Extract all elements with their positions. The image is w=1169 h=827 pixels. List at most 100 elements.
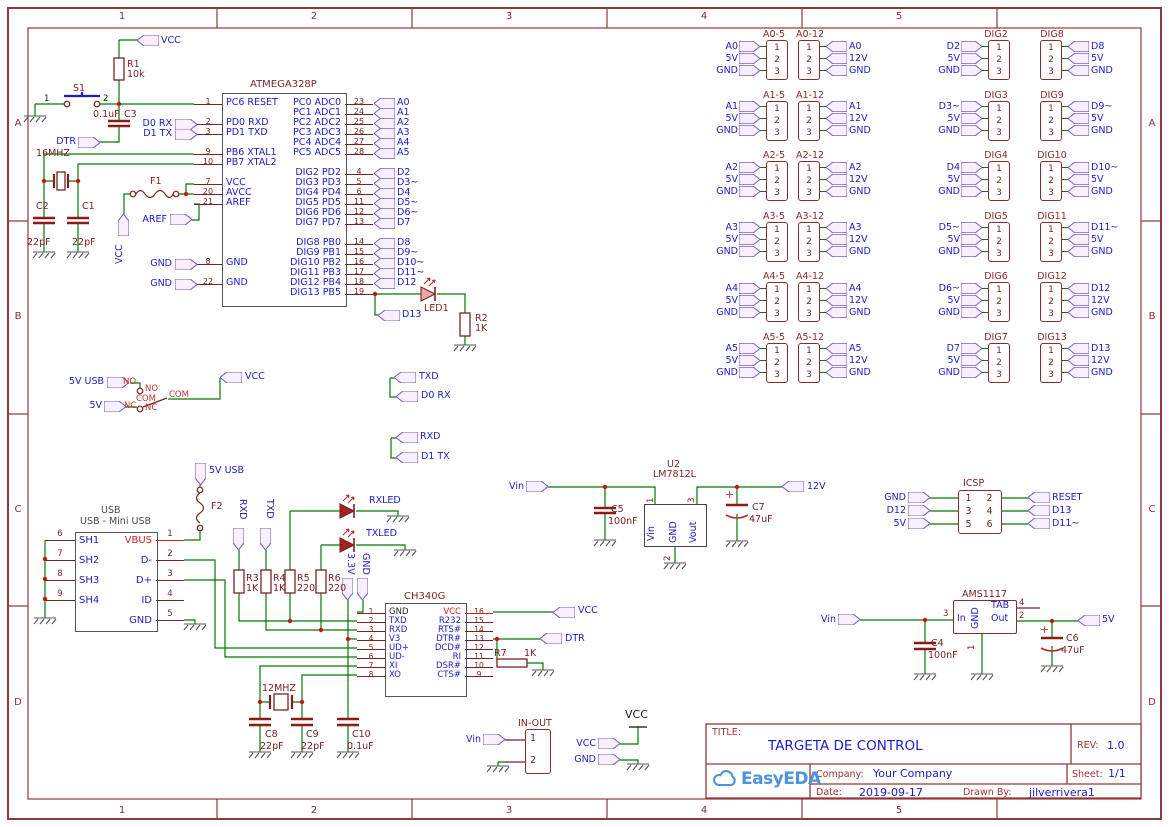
chip-pin[interactable]: DIG11 PB3 17 bbox=[222, 267, 373, 278]
inout-body[interactable] bbox=[525, 729, 551, 774]
connector-box[interactable]: 1 2 3 bbox=[766, 100, 788, 141]
gnd-flag[interactable] bbox=[598, 754, 620, 765]
chip-pin[interactable]: PC1 ADC1 24 bbox=[222, 107, 373, 118]
chip-pin[interactable]: ID 4 bbox=[75, 590, 184, 610]
net-flag[interactable]: A2 bbox=[374, 117, 410, 129]
connector-block[interactable]: DIG12 D12 12V GND 1 2 3 bbox=[1037, 271, 1166, 333]
chip-pin[interactable]: 6 UD- bbox=[357, 652, 409, 662]
vin-flag[interactable] bbox=[483, 734, 505, 745]
net-flag[interactable]: A5 bbox=[374, 147, 410, 159]
chip-pin[interactable]: DIG3 PD3 5 bbox=[222, 177, 373, 188]
txd-flag[interactable] bbox=[394, 372, 416, 383]
chip-pin[interactable]: CTS# 9 bbox=[385, 670, 493, 680]
chip-pin[interactable]: 7 XI bbox=[357, 661, 409, 671]
vin-flag[interactable] bbox=[526, 481, 548, 492]
chip-pin[interactable]: DIG8 PB0 14 bbox=[222, 237, 373, 248]
chip-pin[interactable]: 5 UD+ bbox=[357, 643, 409, 653]
connector-block[interactable]: A4-12 A4 12V GND 1 2 3 bbox=[796, 271, 920, 333]
vcc-flag[interactable] bbox=[553, 607, 575, 618]
chip-pin[interactable]: VBUS 1 bbox=[75, 530, 184, 550]
connector-block[interactable]: A1-5 A1 5V GND 1 2 3 bbox=[698, 90, 798, 152]
net-flag[interactable] bbox=[1028, 505, 1050, 516]
connector-block[interactable]: DIG6 D6~ 5V GND 1 2 3 bbox=[920, 271, 1040, 333]
chip-pin[interactable]: DIG12 PB4 18 bbox=[222, 277, 373, 288]
u2-body[interactable] bbox=[644, 504, 707, 547]
chip-pin[interactable]: 2 PD0 RXD bbox=[194, 117, 278, 128]
connector-box[interactable]: 1 2 3 bbox=[988, 100, 1010, 141]
vin-flag[interactable] bbox=[838, 614, 860, 625]
chip-pin[interactable]: R232 15 bbox=[385, 616, 493, 626]
icsp-body[interactable] bbox=[958, 490, 1002, 534]
chip-pin[interactable]: 20 AVCC bbox=[194, 187, 278, 198]
chip-pin[interactable]: 3 RXD bbox=[357, 625, 409, 635]
chip-pin[interactable]: 1 GND bbox=[357, 607, 409, 617]
connector-box[interactable]: 1 2 3 bbox=[1040, 342, 1062, 383]
net-flag[interactable]: A1 bbox=[374, 107, 410, 119]
net-flag[interactable]: A0 bbox=[374, 97, 410, 109]
connector-box[interactable]: 1 2 3 bbox=[798, 40, 820, 80]
connector-block[interactable]: A0-5 A0 5V GND 1 2 3 bbox=[698, 29, 798, 91]
chip-pin[interactable]: D- 2 bbox=[75, 550, 184, 570]
connector-box[interactable]: 1 2 3 bbox=[798, 342, 820, 383]
chip-pin[interactable]: DSR# 10 bbox=[385, 661, 493, 671]
connector-box[interactable]: 1 2 3 bbox=[798, 221, 820, 262]
connector-box[interactable]: 1 2 3 bbox=[798, 100, 820, 141]
chip-pin[interactable]: D+ 3 bbox=[75, 570, 184, 590]
easyeda-logo[interactable]: EasyEDA bbox=[712, 769, 821, 789]
connector-block[interactable]: A2-5 A2 5V GND 1 2 3 bbox=[698, 150, 798, 212]
chip-pin[interactable]: 9 SH4 bbox=[45, 590, 99, 610]
chip-pin[interactable]: 7 VCC bbox=[194, 177, 278, 188]
d0rx-flag[interactable] bbox=[396, 391, 418, 402]
rxd-flag[interactable] bbox=[396, 432, 418, 443]
connector-block[interactable]: A1-12 A1 12V GND 1 2 3 bbox=[796, 90, 920, 152]
connector-block[interactable]: A3-12 A3 12V GND 1 2 3 bbox=[796, 211, 920, 273]
connector-box[interactable]: 1 2 3 bbox=[988, 40, 1010, 80]
net-flag[interactable] bbox=[908, 518, 930, 529]
gnd-flag[interactable] bbox=[175, 279, 197, 290]
chip-pin[interactable]: 21 AREF bbox=[194, 197, 278, 208]
net-flag[interactable] bbox=[908, 492, 930, 503]
net-flag[interactable]: D6~ bbox=[374, 207, 418, 219]
rxd-vertical-flag[interactable] bbox=[233, 528, 244, 550]
chip-pin[interactable]: 2 TXD bbox=[357, 616, 409, 626]
connector-box[interactable]: 1 2 3 bbox=[1040, 282, 1062, 322]
12v-flag[interactable] bbox=[782, 481, 804, 492]
net-flag[interactable] bbox=[908, 505, 930, 516]
dtr-flag[interactable] bbox=[540, 633, 562, 644]
5v-flag[interactable] bbox=[1078, 615, 1100, 626]
vcc-flag[interactable] bbox=[137, 35, 159, 46]
chip-pin[interactable]: PC0 ADC0 23 bbox=[222, 97, 373, 108]
connector-box[interactable]: 1 2 3 bbox=[766, 161, 788, 201]
connector-block[interactable]: DIG3 D3~ 5V GND 1 2 3 bbox=[920, 90, 1040, 152]
connector-block[interactable]: A2-12 A2 12V GND 1 2 3 bbox=[796, 150, 920, 212]
chip-pin[interactable]: DCD# 12 bbox=[385, 643, 493, 653]
connector-block[interactable]: DIG2 D2 5V GND 1 2 3 bbox=[920, 29, 1040, 91]
chip-pin[interactable]: 9 PB6 XTAL1 bbox=[194, 147, 278, 158]
chip-pin[interactable]: 6 SH1 bbox=[45, 530, 99, 550]
chip-pin[interactable]: DIG5 PD5 11 bbox=[222, 197, 373, 208]
connector-box[interactable]: 1 2 3 bbox=[988, 282, 1010, 322]
connector-block[interactable]: A5-12 A5 12V GND 1 2 3 bbox=[796, 332, 920, 394]
vcc-vertical-flag[interactable] bbox=[118, 214, 129, 236]
txd-vertical-flag[interactable] bbox=[260, 528, 271, 550]
ch340-body[interactable] bbox=[385, 603, 467, 697]
net-flag[interactable]: D8 bbox=[374, 237, 424, 249]
d13-flag[interactable] bbox=[378, 310, 400, 321]
connector-box[interactable]: 1 2 3 bbox=[1040, 221, 1062, 262]
net-flag[interactable]: A3 bbox=[374, 127, 410, 139]
net-flag[interactable]: A4 bbox=[374, 137, 410, 149]
connector-block[interactable]: A0-12 A0 12V GND 1 2 3 bbox=[796, 29, 920, 91]
vcc-flag[interactable] bbox=[598, 738, 620, 749]
connector-block[interactable]: DIG5 D5~ 5V GND 1 2 3 bbox=[920, 211, 1040, 273]
chip-pin[interactable]: DIG9 PB1 15 bbox=[222, 247, 373, 258]
chip-pin[interactable]: 3 PD1 TXD bbox=[194, 127, 278, 138]
connector-box[interactable]: 1 2 3 bbox=[798, 282, 820, 322]
connector-box[interactable]: 1 2 3 bbox=[988, 161, 1010, 201]
chip-pin[interactable]: 22 GND bbox=[194, 277, 278, 288]
chip-pin[interactable]: 4 V3 bbox=[357, 634, 409, 644]
chip-pin[interactable]: GND 5 bbox=[75, 610, 184, 630]
dtr-flag[interactable] bbox=[78, 137, 100, 148]
net-flag[interactable]: D10~ bbox=[374, 257, 424, 269]
connector-block[interactable]: DIG8 D8 5V GND 1 2 3 bbox=[1040, 29, 1166, 91]
